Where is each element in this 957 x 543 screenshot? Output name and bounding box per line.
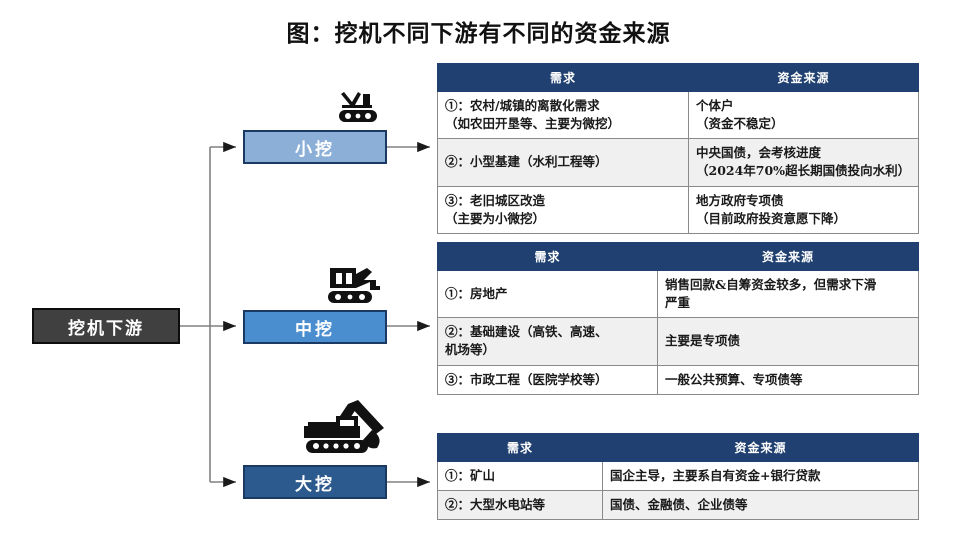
column-header-demand: 需求 [437,242,658,271]
table-header-row: 需求 资金来源 [437,433,919,462]
column-header-funding: 资金来源 [657,242,919,271]
column-header-demand: 需求 [437,63,689,92]
table-row: ②：小型基建（水利工程等） 中央国债，会考核进度 （2024年70%超长期国债投… [437,138,919,187]
mini-excavator-icon [330,86,386,132]
table-row: ①：农村/城镇的离散化需求 （如农田开垦等、主要为微挖） 个体户 （资金不稳定） [437,90,919,140]
funding-cell: 个体户 （资金不稳定） [688,90,919,140]
medium-excavator-icon [320,264,388,314]
funding-cell: 一般公共预算、专项债等 [657,364,919,395]
category-box-small-excavator[interactable]: 小挖 [243,130,387,164]
funding-table-small-excavator: 需求 资金来源 ①：农村/城镇的离散化需求 （如农田开垦等、主要为微挖） 个体户… [437,63,919,234]
funding-table-medium-excavator: 需求 资金来源 ①：房地产 销售回款&自筹资金较多，但需求下滑 严重 ②：基础建… [437,242,919,395]
column-header-funding: 资金来源 [602,433,919,462]
large-excavator-icon [292,398,400,464]
column-header-demand: 需求 [437,433,603,462]
funding-cell: 销售回款&自筹资金较多，但需求下滑 严重 [657,269,919,319]
demand-cell: ③：市政工程（医院学校等） [437,364,658,395]
demand-cell: ③：老旧城区改造 （主要为小微挖） [437,185,689,234]
funding-cell: 中央国债，会考核进度 （2024年70%超长期国债投向水利） [688,138,919,187]
funding-cell: 国企主导，主要系自有资金+银行贷款 [602,460,919,492]
demand-cell: ①：农村/城镇的离散化需求 （如农田开垦等、主要为微挖） [437,90,689,140]
table-row: ③：市政工程（医院学校等） 一般公共预算、专项债等 [437,364,919,395]
page-title: 图：挖机不同下游有不同的资金来源 [286,20,671,47]
funding-table-large-excavator: 需求 资金来源 ①：矿山 国企主导，主要系自有资金+银行贷款 ②：大型水电站等 … [437,433,919,521]
table-row: ①：房地产 销售回款&自筹资金较多，但需求下滑 严重 [437,269,919,319]
table-row: ②：基础建设（高铁、高速、 机场等） 主要是专项债 [437,317,919,366]
demand-cell: ①：矿山 [437,460,603,492]
category-box-large-excavator[interactable]: 大挖 [243,465,387,499]
category-box-medium-excavator[interactable]: 中挖 [243,310,387,344]
table-header-row: 需求 资金来源 [437,63,919,92]
column-header-funding: 资金来源 [688,63,919,92]
table-header-row: 需求 资金来源 [437,242,919,271]
demand-cell: ②：基础建设（高铁、高速、 机场等） [437,317,658,366]
demand-cell: ②：小型基建（水利工程等） [437,138,689,187]
funding-cell: 主要是专项债 [657,317,919,366]
table-row: ①：矿山 国企主导，主要系自有资金+银行贷款 [437,460,919,492]
table-row: ②：大型水电站等 国债、金融债、企业债等 [437,490,919,521]
demand-cell: ②：大型水电站等 [437,490,603,521]
funding-cell: 地方政府专项债 （目前政府投资意愿下降） [688,185,919,234]
demand-cell: ①：房地产 [437,269,658,319]
root-node-excavator-downstream[interactable]: 挖机下游 [32,308,180,344]
funding-cell: 国债、金融债、企业债等 [602,490,919,521]
table-row: ③：老旧城区改造 （主要为小微挖） 地方政府专项债 （目前政府投资意愿下降） [437,185,919,234]
